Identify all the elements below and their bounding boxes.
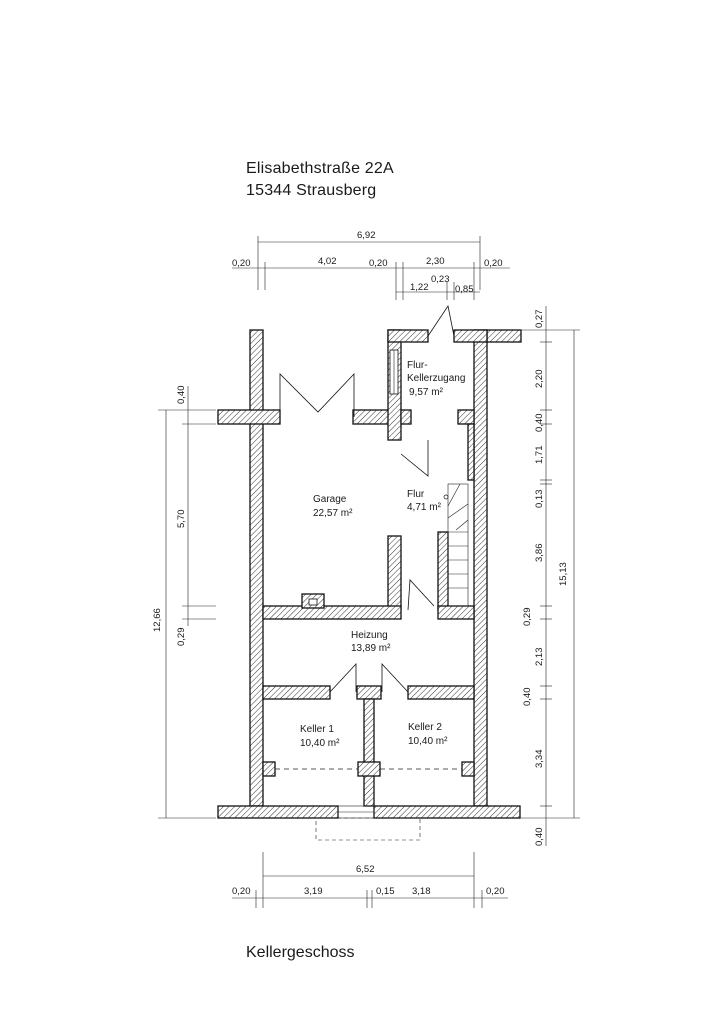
room-heizung-name: Heizung [351, 630, 388, 641]
room-kellerzugang-area: 9,57 m² [409, 387, 444, 398]
room-keller1-area: 10,40 m² [300, 738, 340, 749]
dim-left-garage-depth: 5,70 [176, 510, 187, 529]
wall-flur-heizung [437, 605, 475, 620]
wall-kellerzugang-flur-left [400, 409, 412, 425]
chimney-flue [308, 598, 318, 606]
wall-garage-flur-lower [387, 535, 402, 611]
flur-heizung-door [407, 579, 435, 611]
walls [217, 329, 522, 819]
dim-left-wall-top: 0,40 [176, 386, 187, 405]
dim-top-overall: 6,92 [357, 230, 376, 241]
dim-top-sub2: 0,23 [431, 274, 450, 285]
dim-right-seg4: 1,71 [534, 446, 545, 465]
room-keller2-name: Keller 2 [408, 722, 442, 733]
dim-right-seg2: 2,20 [534, 370, 545, 389]
stair-outline [447, 483, 469, 607]
wall-garage-heizung [262, 605, 402, 620]
doors [275, 304, 462, 841]
wall-right-outer [473, 329, 488, 807]
wall-heizung-keller2 [407, 685, 475, 700]
staircase [443, 483, 469, 607]
dim-top-garage: 4,02 [318, 256, 337, 267]
wall-heizung-keller1 [262, 685, 331, 700]
floor-title: Kellergeschoss [246, 944, 355, 961]
address-street: Elisabethstraße 22A [246, 160, 394, 177]
keller2-door [381, 662, 409, 693]
room-labels: Flur- Kellerzugang 9,57 m² Garage 22,57 … [300, 360, 465, 749]
room-flur-name: Flur [407, 489, 425, 500]
dim-bottom-mid-wall: 0,15 [376, 886, 395, 897]
wall-keller-divider [363, 698, 375, 807]
garage-door [279, 372, 355, 417]
wall-top-right-stub [486, 329, 522, 343]
dim-top-sub3: 0,85 [455, 284, 474, 295]
pilaster-mid [357, 761, 381, 777]
dim-left-wall-bottom: 0,29 [176, 628, 187, 647]
garage-flur-door [400, 440, 429, 477]
room-keller2-area: 10,40 m² [408, 736, 448, 747]
wall-left-outer [249, 329, 264, 807]
dim-top-right-width: 2,30 [426, 256, 445, 267]
pilaster-left [262, 761, 276, 777]
wall-flur-right-thin [467, 423, 475, 481]
dim-right-overall: 15,13 [558, 562, 569, 586]
dim-right-seg7: 0,29 [522, 608, 533, 627]
wall-kellerzugang-flur-right [457, 409, 475, 425]
wall-garage-front-left [217, 409, 281, 425]
dim-top-sub1: 1,22 [410, 282, 429, 293]
dim-bottom-right-wall: 0,20 [486, 886, 505, 897]
dim-bottom-keller2: 3,18 [412, 886, 431, 897]
dim-left-overall: 12,66 [152, 608, 163, 632]
dim-right-seg10: 3,34 [534, 750, 545, 769]
dim-right-seg8: 2,13 [534, 648, 545, 667]
dim-bottom-overall: 6,52 [356, 864, 375, 875]
wall-kellerzugang-top-left [387, 329, 429, 343]
room-flur-area: 4,71 m² [407, 502, 442, 513]
dim-top-mid-wall: 0,20 [369, 258, 388, 269]
dim-top-right-wall: 0,20 [484, 258, 503, 269]
dim-right-seg1: 0,27 [534, 310, 545, 329]
room-kellerzugang-name2: Kellerzugang [407, 373, 465, 384]
dimensions-left: 12,66 0,40 5,70 0,29 [152, 386, 216, 819]
pilaster-right [461, 761, 475, 777]
dim-top-left-wall: 0,20 [232, 258, 251, 269]
dim-right-seg9: 0,40 [522, 688, 533, 707]
wall-heizung-keller-mid [356, 685, 382, 700]
dim-right-seg5: 0,13 [534, 490, 545, 509]
entry-door [427, 304, 455, 337]
wall-kellerzugang-top-right [453, 329, 488, 343]
address-city: 15344 Strausberg [246, 182, 377, 199]
dimensions-bottom: 6,52 0,20 3,19 0,15 3,18 0,20 [232, 852, 508, 908]
dim-bottom-left-wall: 0,20 [232, 886, 251, 897]
room-keller1-name: Keller 1 [300, 724, 334, 735]
wall-bottom-right [373, 805, 521, 819]
window-well [315, 817, 421, 841]
room-kellerzugang-name1: Flur- [407, 360, 428, 371]
wall-bottom-left [217, 805, 339, 819]
dim-right-seg3: 0,40 [534, 414, 545, 433]
dimensions-top: 6,92 0,20 4,02 0,20 2,30 0,20 1,22 0,23 … [232, 230, 510, 300]
wall-stair-enclosure [437, 531, 449, 611]
room-garage-name: Garage [313, 494, 347, 505]
dim-bottom-keller1: 3,19 [304, 886, 323, 897]
room-heizung-area: 13,89 m² [351, 643, 391, 654]
dim-right-seg11: 0,40 [534, 828, 545, 847]
keller1-door [329, 662, 357, 693]
room-garage-area: 22,57 m² [313, 508, 353, 519]
dim-right-seg6: 3,86 [534, 544, 545, 563]
dimensions-right: 15,13 0,27 2,20 0,40 1,71 0,13 3,86 0,29… [520, 306, 580, 846]
